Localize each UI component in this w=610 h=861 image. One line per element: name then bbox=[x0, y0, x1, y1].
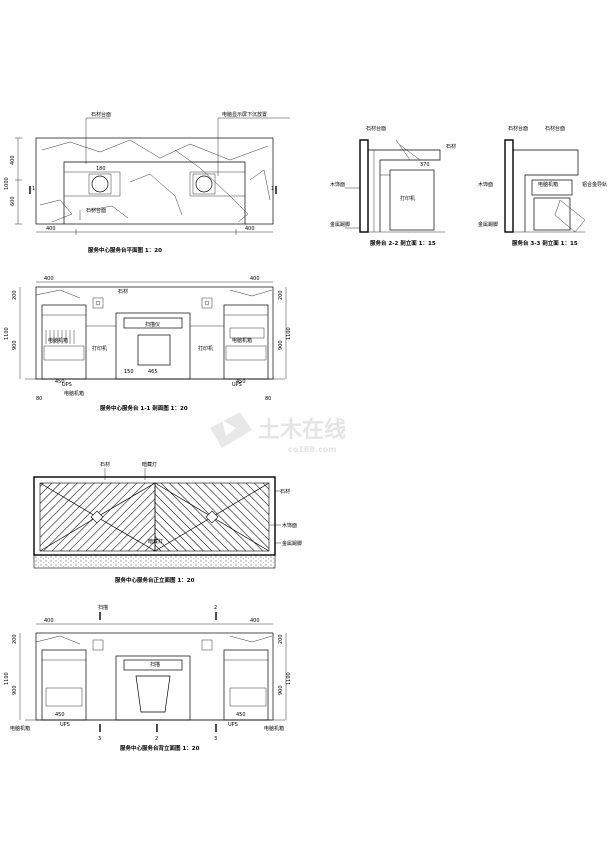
section11-label-stone: 石材 bbox=[118, 288, 128, 295]
front-title: 服务中心服务台正立面图 1：20 bbox=[115, 576, 195, 584]
plan-callout-monitor: 电脑显示屏下沉放置 bbox=[222, 111, 267, 118]
section-1-1: 石材 扫描仪 打印机 打印机 电脑机箱 电脑机箱 UPS UPS 电脑机箱 40… bbox=[4, 276, 292, 412]
section11-dim-1100-left: 1100 bbox=[4, 327, 10, 340]
rear-dim-200-left: 200 bbox=[12, 634, 18, 644]
section33-label-stone-top-2: 石材台面 bbox=[545, 125, 565, 132]
section11-label-pc-left: 电脑机箱 bbox=[48, 337, 68, 344]
section11-label-printer-left: 打印机 bbox=[92, 345, 107, 352]
section11-label-scanner: 扫描仪 bbox=[145, 321, 160, 328]
section11-dim-200-left: 200 bbox=[12, 290, 18, 300]
rear-label-scan: 扫描 bbox=[150, 661, 160, 668]
section22-label-stone: 石材 bbox=[446, 143, 456, 150]
rear-dim-900-right: 900 bbox=[278, 685, 284, 695]
section11-dim-150: 150 bbox=[124, 369, 134, 375]
section11-label-printer-right: 打印机 bbox=[198, 345, 213, 352]
section22-label-stone-top: 石材台面 bbox=[366, 125, 386, 132]
plan-dim-600: 600 bbox=[10, 196, 16, 206]
section33-pc-case bbox=[533, 197, 571, 231]
front-label-wood: 木饰面 bbox=[282, 522, 297, 529]
front-elevation: 石材 暗藏灯 石材 木饰面 金属踢脚 暗藏灯 服务中心服务台正立面图 1：20 bbox=[33, 461, 302, 584]
section22-title: 服务台 2-2 剖立面 1：15 bbox=[370, 239, 436, 247]
front-label-stone-top: 石材 bbox=[100, 461, 110, 468]
section11-dim-1100-right: 1100 bbox=[286, 327, 292, 340]
rear-label-pc-left: 电脑机箱 bbox=[10, 725, 30, 732]
rear-label-3-bottom: 3 bbox=[98, 736, 101, 742]
section11-dim-465: 465 bbox=[148, 369, 158, 375]
section11-dim-400-left: 400 bbox=[44, 276, 54, 282]
plan-callout-stone-top: 石材台面 bbox=[91, 111, 111, 118]
section11-label-ups-left: UPS bbox=[62, 382, 72, 388]
section11-dim-80-right: 80 bbox=[265, 396, 271, 402]
section11-dim-450-left: 450 bbox=[55, 379, 65, 385]
watermark: 土木在线 co188.com bbox=[210, 412, 346, 454]
section33-label-rail: 铝合金导轨 bbox=[582, 181, 607, 188]
rear-dim-400-left: 400 bbox=[44, 618, 54, 624]
rear-dim-1100-right: 1100 bbox=[286, 672, 292, 685]
section22-label-kick: 金属踢脚 bbox=[330, 221, 350, 228]
section11-label-ups-right: UPS bbox=[232, 382, 242, 388]
plan-inner-counter bbox=[63, 161, 246, 224]
plan-dim-180: 180 bbox=[96, 166, 106, 172]
watermark-url: co188.com bbox=[288, 445, 337, 454]
rear-dim-1100-left: 1100 bbox=[4, 672, 10, 685]
plan-monitor-left bbox=[91, 175, 109, 193]
front-label-hidden-light-2: 暗藏灯 bbox=[148, 538, 163, 545]
rear-title: 服务中心服务台背立面图 1：20 bbox=[120, 744, 200, 752]
section-2-2: 石材台面 石材 木饰面 金属踢脚 打印机 370 服务台 2-2 剖立面 1：1… bbox=[330, 125, 456, 247]
section22-label-printer: 打印机 bbox=[400, 195, 415, 202]
section11-label-pc-bottom: 电脑机箱 bbox=[64, 390, 84, 397]
front-base-kick bbox=[33, 554, 276, 569]
front-label-hidden-light: 暗藏灯 bbox=[142, 461, 157, 468]
front-label-kick: 金属踢脚 bbox=[282, 540, 302, 547]
rear-dim-200-right: 200 bbox=[278, 634, 284, 644]
plan-callout-stone-top-2: 石材台面 bbox=[86, 207, 106, 214]
section11-label-pc-right: 电脑机箱 bbox=[232, 337, 252, 344]
rear-label-ups-right: UPS bbox=[228, 722, 238, 728]
plan-monitor-right bbox=[195, 175, 213, 193]
section33-label-wood: 木饰面 bbox=[478, 181, 493, 188]
rear-label-ups-left: UPS bbox=[60, 722, 70, 728]
section11-scanner bbox=[123, 317, 183, 329]
rear-label-3-top: 2 bbox=[155, 736, 158, 742]
svg-text:1: 1 bbox=[32, 186, 35, 192]
watermark-brand: 土木在线 bbox=[258, 417, 346, 443]
svg-text:1: 1 bbox=[271, 186, 274, 192]
rear-label-3-extra: 3 bbox=[214, 736, 217, 742]
section11-dim-80-left: 80 bbox=[36, 396, 42, 402]
plan-counter-outline bbox=[35, 137, 274, 225]
section11-dim-900-left: 900 bbox=[12, 340, 18, 350]
section-3-3: 石材台面 石材台面 木饰面 金属踢脚 电脑机箱 铝合金导轨 服务台 3-3 剖立… bbox=[478, 125, 607, 247]
plan-dim-400-right: 400 bbox=[245, 226, 255, 232]
section22-printer bbox=[389, 169, 435, 231]
section22-label-wood: 木饰面 bbox=[330, 181, 345, 188]
plan-dim-400: 400 bbox=[10, 155, 16, 165]
plan-dim-400-left: 400 bbox=[46, 226, 56, 232]
section33-drawer bbox=[531, 179, 573, 196]
rear-dim-450-right: 450 bbox=[236, 712, 246, 718]
section11-dim-900-right: 900 bbox=[278, 340, 284, 350]
rear-outline bbox=[35, 632, 274, 721]
section11-dim-200-right: 200 bbox=[278, 290, 284, 300]
rear-dim-400-right: 400 bbox=[250, 618, 260, 624]
rear-label-2-top: 扫描 bbox=[98, 604, 108, 611]
section11-dim-400-right: 400 bbox=[250, 276, 260, 282]
rear-elevation: 扫描 2 2 3 3 电脑机箱 电脑机箱 UPS UPS 服务中心服务台背立面图… bbox=[4, 604, 292, 752]
section11-title: 服务中心服务台 1-1 剖面图 1：20 bbox=[100, 404, 188, 412]
section33-label-kick: 金属踢脚 bbox=[478, 221, 498, 228]
rear-label-pc-right: 电脑机箱 bbox=[264, 725, 284, 732]
plan-title: 服务中心服务台平面图 1：20 bbox=[88, 246, 162, 254]
section22-dim-370: 370 bbox=[420, 162, 430, 168]
rear-dim-900-left: 900 bbox=[12, 685, 18, 695]
plan-view: 1 1 400 1000 600 400 400 180 石材台面 电脑显示屏下… bbox=[4, 111, 290, 254]
front-label-stone-side: 石材 bbox=[280, 488, 290, 495]
section33-label-stone-top: 石材台面 bbox=[508, 125, 528, 132]
section33-title: 服务台 3-3 剖立面 1：15 bbox=[512, 239, 578, 247]
section33-label-pc: 电脑机箱 bbox=[538, 181, 558, 188]
plan-dim-1000: 1000 bbox=[4, 177, 10, 190]
rear-dim-450-left: 450 bbox=[55, 712, 65, 718]
rear-label-2-bottom: 2 bbox=[214, 605, 217, 611]
section11-dim-450-right: 450 bbox=[236, 379, 246, 385]
